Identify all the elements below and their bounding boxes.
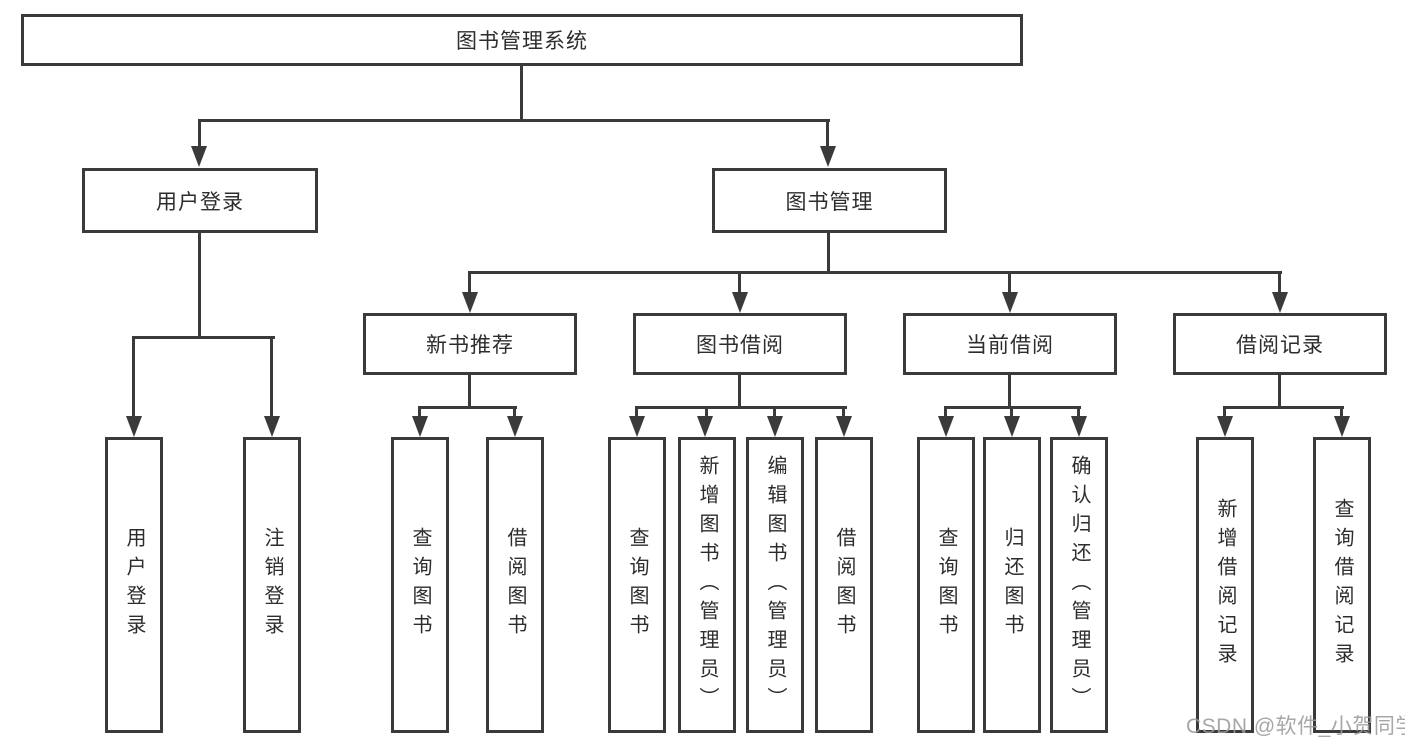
arrowhead-leaf-g3-4 [836, 416, 852, 437]
arrowhead-user-login [191, 146, 207, 167]
arrowhead-leaf-logout [264, 416, 280, 437]
arrowhead-borrow-records [1272, 292, 1288, 313]
arrowhead-current-borrow [1002, 292, 1018, 313]
connector-bus-level1 [198, 119, 830, 122]
connector-stem-leaf-g3-3 [773, 406, 776, 419]
arrowhead-leaf-g2-2 [507, 416, 523, 437]
arrowhead-leaf-g4-2 [1004, 416, 1020, 437]
leaf-borrow-books-g3: 借阅图书 [815, 437, 873, 733]
arrowhead-new-book [462, 292, 478, 313]
arrowhead-leaf-g3-1 [629, 416, 645, 437]
leaf-add-borrow-record: 新增借阅记录 [1196, 437, 1254, 733]
arrowhead-leaf-g5-2 [1334, 416, 1350, 437]
connector-bus-book-borrow [635, 406, 847, 409]
leaf-add-books-admin: 新增图书（管理员） [678, 437, 736, 733]
leaf-query-books-g2: 查询图书 [391, 437, 449, 733]
node-current-borrow: 当前借阅 [903, 313, 1117, 375]
connector-stem-user-login [198, 233, 201, 339]
connector-stem-leaf-g5-1 [1223, 406, 1226, 419]
connector-stem-to-book-mgmt [826, 119, 829, 148]
leaf-user-login: 用户登录 [105, 437, 163, 733]
arrowhead-book-borrow [732, 292, 748, 313]
connector-stem-borrow-records2 [1278, 375, 1281, 409]
node-book-management: 图书管理 [712, 168, 947, 233]
connector-stem-leaf-g2-2 [513, 406, 516, 419]
node-root-library-system: 图书管理系统 [21, 14, 1023, 66]
connector-stem-leaf-g3-2 [705, 406, 708, 419]
arrowhead-leaf-g5-1 [1217, 416, 1233, 437]
leaf-query-borrow-record: 查询借阅记录 [1313, 437, 1371, 733]
connector-stem-to-leaf-logout [270, 336, 273, 418]
leaf-query-books-g4: 查询图书 [917, 437, 975, 733]
arrowhead-leaf-g4-1 [938, 416, 954, 437]
connector-stem-to-leaf-user-login [132, 336, 135, 418]
connector-stem-leaf-g3-4 [842, 406, 845, 419]
leaf-return-books: 归还图书 [983, 437, 1041, 733]
connector-stem-leaf-g4-1 [944, 406, 947, 419]
connector-stem-to-new-book [468, 271, 471, 295]
leaf-confirm-return-admin: 确认归还（管理员） [1050, 437, 1108, 733]
arrowhead-leaf-user-login [126, 416, 142, 437]
connector-stem-leaf-g2-1 [418, 406, 421, 419]
connector-stem-book-mgmt [827, 233, 830, 274]
connector-bus-new-book [419, 406, 517, 409]
leaf-logout: 注销登录 [243, 437, 301, 733]
node-book-borrow: 图书借阅 [633, 313, 847, 375]
arrowhead-book-mgmt [820, 146, 836, 167]
leaf-borrow-books-g2: 借阅图书 [486, 437, 544, 733]
node-borrow-records: 借阅记录 [1173, 313, 1387, 375]
connector-bus-borrow-records [1223, 406, 1344, 409]
connector-bus-level2 [468, 271, 1282, 274]
connector-stem-to-borrow-records [1278, 271, 1281, 295]
leaf-query-books-g3: 查询图书 [608, 437, 666, 733]
arrowhead-leaf-g4-3 [1071, 416, 1087, 437]
connector-stem-to-user-login [198, 119, 201, 148]
arrowhead-leaf-g3-2 [697, 416, 713, 437]
node-new-book-recommend: 新书推荐 [363, 313, 577, 375]
connector-stem-leaf-g4-2 [1010, 406, 1013, 419]
leaf-edit-books-admin: 编辑图书（管理员） [746, 437, 804, 733]
csdn-watermark: CSDN @软件_小贺同学 [1186, 715, 1405, 738]
arrowhead-leaf-g3-3 [767, 416, 783, 437]
node-user-login: 用户登录 [82, 168, 318, 233]
connector-stem-current-borrow2 [1008, 375, 1011, 409]
connector-stem-root [520, 66, 523, 122]
arrowhead-leaf-g2-1 [412, 416, 428, 437]
connector-stem-leaf-g4-3 [1077, 406, 1080, 419]
connector-stem-leaf-g5-2 [1340, 406, 1343, 419]
connector-stem-book-borrow2 [738, 375, 741, 409]
connector-stem-to-book-borrow [738, 271, 741, 295]
connector-stem-to-current-borrow [1008, 271, 1011, 295]
connector-stem-new-book [468, 375, 471, 409]
connector-stem-leaf-g3-1 [635, 406, 638, 419]
connector-bus-user-login [132, 336, 275, 339]
